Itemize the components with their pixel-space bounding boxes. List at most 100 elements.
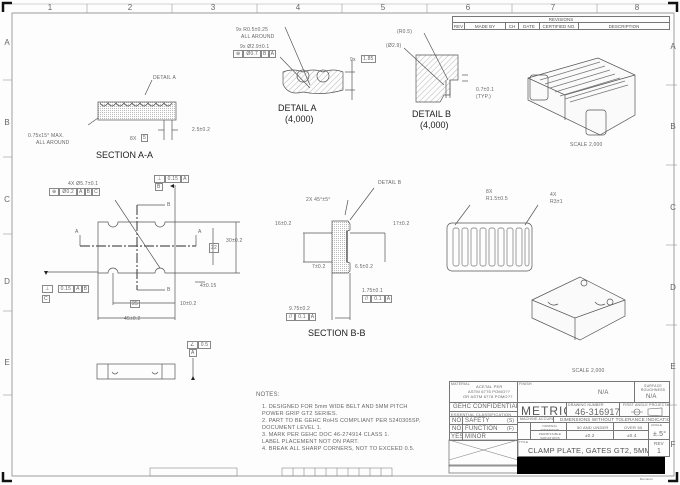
angularity-fcf: ∠ 0.5 [187,341,212,349]
class-label: SAFETY [465,418,490,424]
chamfer-note: 0.75x15° MAX. [28,133,65,139]
fcf-tolerance: Ø0.7 [243,50,262,58]
parallelism-icon: // [286,313,296,321]
detail-a-diameter: 9x Ø2.9±0.1 [240,44,270,50]
iso-top-scale: SCALE 2,000 [570,142,603,148]
zone-row-a: A [4,38,10,47]
class-code: (S) [507,418,515,424]
section-a-right: A [198,229,202,235]
detail-a-scale: (4,000) [285,114,314,124]
perpendicularity-fcf: ⊥ 0.15 A [154,175,189,183]
height-dimension: 30±0.2 [226,238,243,244]
class-label: MINOR [465,434,486,440]
flag-value: YES [451,434,463,440]
rev-value: 1 [657,448,662,455]
fcf-datum-b: B [261,50,269,58]
dim-7: 7±0.2 [312,264,326,270]
fcf-datum-a: A [74,285,82,293]
zone-row-e-right: E [670,362,676,371]
parallelism-icon: // [362,295,372,303]
detail-b-radius: (R0.5) [397,29,413,35]
detail-b-depth: 0.7±0.1 [476,87,495,93]
note-line: 4. BREAK ALL SHARP CORNERS, NOT TO EXCEE… [262,446,415,452]
rev-label: REV [654,441,664,446]
note-line: POWER GRIP GT2 SERIES. [262,411,338,417]
detail-b-callout: DETAIL B [378,180,402,186]
zone-row-d-right: D [670,283,676,292]
zone-col-2: 2 [127,3,133,12]
fcf-datum-a: A [384,295,393,303]
zone-col-5: 5 [380,3,386,12]
fcf-tolerance: 0.5 [197,341,212,349]
fcf-datum-a: A [268,50,277,58]
dim-16: 16±0.2 [275,221,292,227]
fcf-datum-b: B [81,285,90,293]
machine-accuracy-label: MACHINE ACCURACY [520,417,554,421]
zone-col-6: 6 [465,3,471,12]
radius-count-2: 4X [550,192,557,198]
note-line: LABEL PLACEMENT NOT ON PART. [262,439,359,445]
rev-cell: REV 1 [648,439,670,457]
section-aa-label: SECTION A-A [96,150,154,160]
iso-bottom-scale: SCALE 2,000 [572,368,605,374]
chamfer-note-2: ALL AROUND [36,140,70,146]
projection-cell: FIRST ANGLE PROJECTION [619,402,670,417]
perpendicularity-fcf-2: ⊥ 0.15 A B [42,285,90,293]
edge-dimension: 10±0.2 [180,301,197,307]
drawing-number-label: DRAWING NUMBER [568,403,604,407]
permissible-label: PERMISSIBLE VARIATIONS [538,432,562,440]
part-title: CLAMP PLATE, GATES GT2, 5MM PITCH [528,446,648,455]
pitch-box: 5 [141,134,148,142]
fcf-datum-a: A [181,175,189,183]
inner-box: 22 [209,243,219,253]
section-b-top: B [167,202,171,208]
finish-label: FINISH [519,382,532,386]
dim-6-5: 6.5±0.2 [355,264,374,270]
zone-row-e: E [4,358,10,367]
val2: ±0.4 [627,433,637,438]
radius-count-1: 8X [486,189,493,195]
datum-b-label: B [155,183,163,191]
angularity-icon: ∠ [187,341,198,349]
flag-value: NO [452,418,462,424]
material-label: MATERIAL [451,382,470,386]
units-cell: METRIC [517,402,567,417]
angle-cell: ANGLE ±.5° [648,422,670,440]
class-code: (F) [507,426,514,432]
angle-label: ANGLE [651,423,663,427]
slot-dimension: 4±0.15 [200,283,217,289]
projection-label: FIRST ANGLE PROJECTION [623,403,670,407]
hole-pitch-box: 25 [130,300,140,308]
material-line: ACETAL PER [476,384,503,389]
position-icon: ⊕ [49,188,60,196]
first-angle-projection-icon [631,407,663,416]
redacted-block [517,457,665,474]
detail-b-scale: (4,000) [420,120,449,130]
zone-col-7: 7 [550,3,556,12]
val1: ±0.2 [585,433,595,438]
units-label: METRIC [521,404,566,417]
datum-c-label: C [42,295,50,303]
nominal-label: NOMINAL DIMENSION [540,424,560,431]
fcf-datum-c: C [92,188,100,196]
note-line: DOCUMENT LEVEL 1. [262,425,322,431]
zone-row-b-right: B [670,122,676,131]
section-b-bottom: B [167,287,171,293]
detail-a-radius: 9x R0.5±0.25 [236,27,269,33]
surface-label: SURFACE ROUGHNESS [640,384,666,392]
title-cell: TITLE CLAMP PLATE, GATES GT2, 5MM PITCH [517,439,649,457]
zone-col-8: 8 [634,3,640,12]
finish-value: N/A [598,390,609,396]
fcf-tolerance: 0.15 [164,175,182,183]
zone-row-c: C [4,195,10,204]
angle-value: ±.5° [653,431,667,438]
detail-b-depth-typ: (TYP.) [476,94,491,100]
parallelism-fcf: // 0.1 A [362,295,393,303]
fcf-datum-b: B [84,188,93,196]
surface-value: N/A [646,394,657,400]
material-line: ASTM 6775 POMO?? [468,389,511,394]
minor-row: MINOR [462,432,518,441]
zone-col-4: 4 [295,3,301,12]
zone-row-c-right: C [670,203,676,212]
